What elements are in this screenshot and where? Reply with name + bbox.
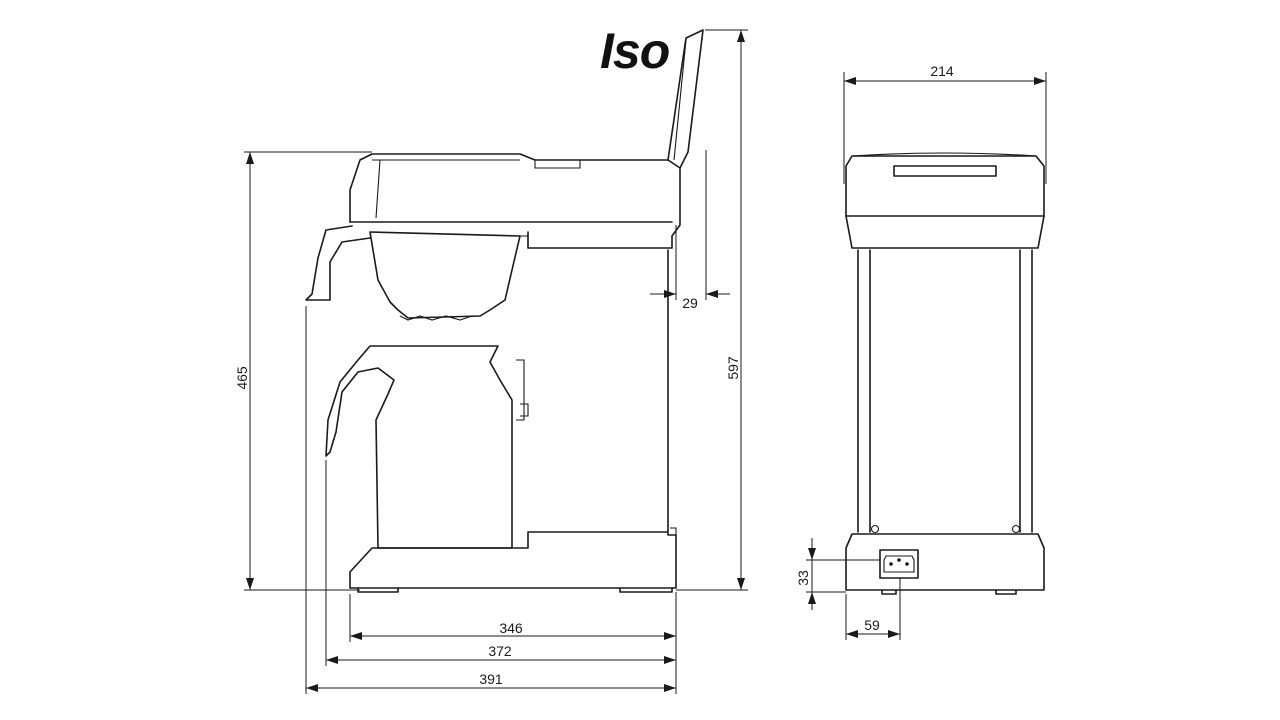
front-base xyxy=(845,533,1045,591)
carafe xyxy=(325,345,513,549)
filter-basket xyxy=(369,231,521,319)
dim-height-body: 465 xyxy=(234,366,250,390)
dim-lid-offset: 29 xyxy=(682,295,698,311)
power-socket-icon xyxy=(879,549,919,579)
dim-depth-total: 391 xyxy=(479,671,503,687)
dim-depth-base: 346 xyxy=(499,620,523,636)
drip-spout xyxy=(305,225,371,301)
dim-height-total: 597 xyxy=(725,356,741,380)
front-column-left xyxy=(857,249,871,533)
front-view xyxy=(845,152,1045,595)
back-column xyxy=(349,249,677,589)
side-dimensions: 465 597 29 346 372 391 xyxy=(234,29,748,694)
lid xyxy=(667,29,704,169)
brand-logo: Iso xyxy=(600,23,669,79)
dim-depth-mid: 372 xyxy=(488,643,512,659)
dim-width: 214 xyxy=(930,63,954,79)
foot-back xyxy=(619,587,673,593)
screw-left-icon xyxy=(870,524,880,534)
front-head xyxy=(845,155,1045,217)
top-housing xyxy=(349,153,681,249)
dim-socket-offset: 59 xyxy=(864,617,880,633)
dim-socket-height: 33 xyxy=(795,570,811,586)
front-dimensions: 214 33 59 xyxy=(795,63,1047,640)
front-column-right xyxy=(1019,249,1033,533)
side-view xyxy=(305,29,704,593)
screw-right-icon xyxy=(1011,524,1021,534)
